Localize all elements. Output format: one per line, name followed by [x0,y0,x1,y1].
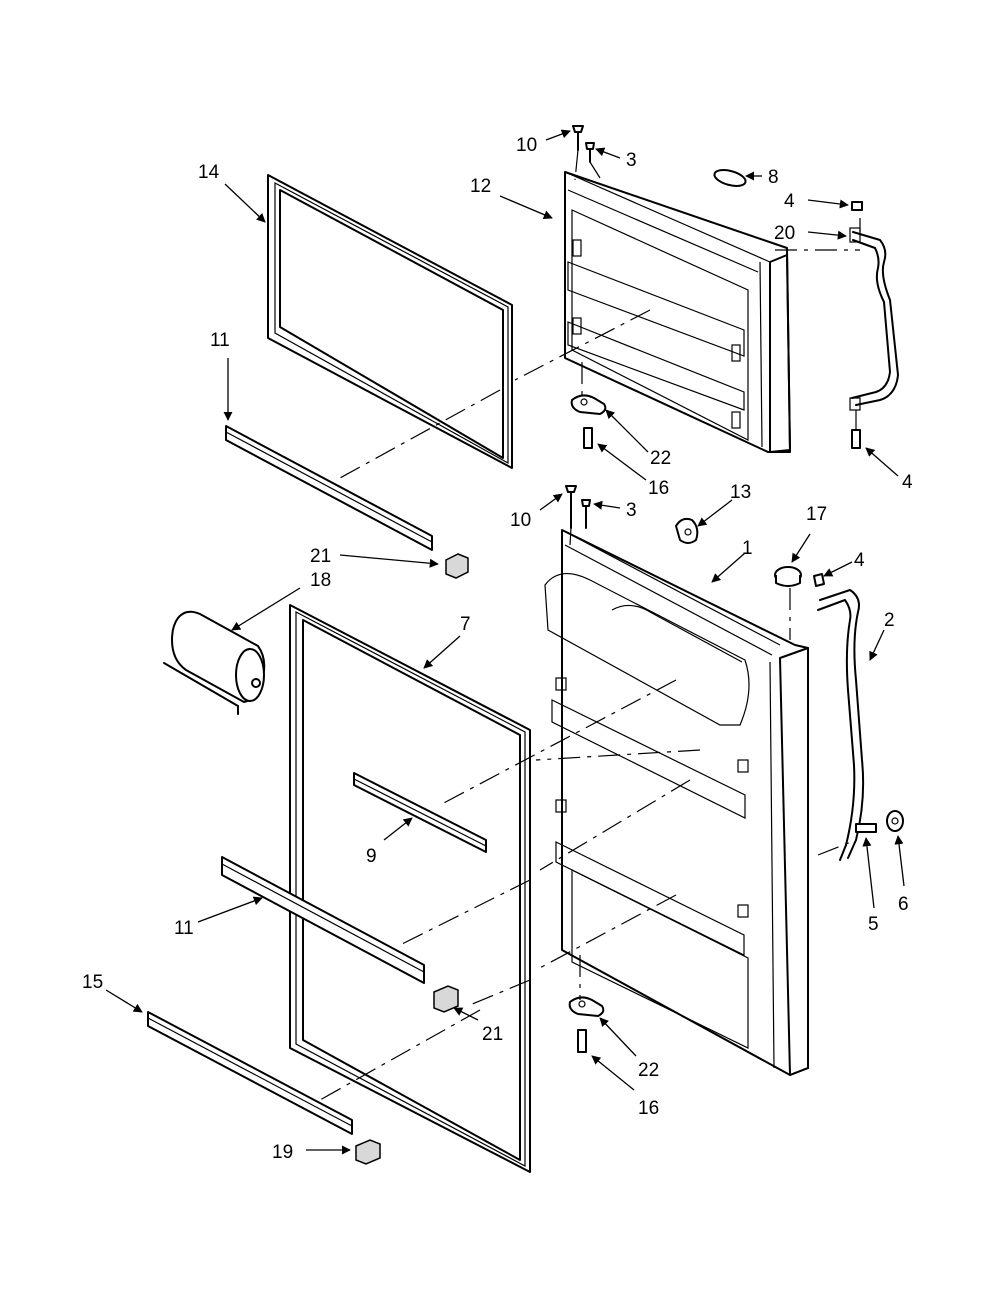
part-1-fresh-food-door [544,529,809,1076]
callout-4-top: 4 [784,191,795,212]
callout-12: 12 [470,176,491,197]
callout-2: 2 [884,610,895,631]
callout-5: 5 [868,914,879,935]
part-18-dairy-door [163,610,266,715]
assembly-lines [319,149,861,1101]
callout-18: 18 [310,570,331,591]
callout-11-upper: 11 [210,330,230,351]
part-19-bar-end-cap [355,1139,381,1165]
callout-21-upper: 21 [310,546,331,567]
part-9-shelf-trim [353,772,487,853]
part-12-freezer-door [564,171,791,453]
part-7-door-gasket [289,604,531,1173]
callout-9: 9 [366,846,377,867]
callout-4-upper-handle: 4 [902,472,913,493]
part-15-door-bar [147,1011,353,1135]
callout-7: 7 [460,614,471,635]
callout-11-lower: 11 [174,918,194,939]
callout-10-lower: 10 [510,510,531,531]
part-21-upper-end-cap [445,553,469,579]
callout-15: 15 [82,972,103,993]
part-14-freezer-gasket [267,174,513,469]
part-20-upper-handle [849,227,899,411]
callout-16-upper: 16 [648,478,669,499]
callout-22-upper: 22 [650,448,671,469]
callout-19: 19 [272,1142,293,1163]
callout-labels: 10 3 8 4 20 14 12 11 22 16 4 13 10 3 17 … [82,135,913,1163]
callout-3-lower: 3 [626,500,637,521]
callout-8: 8 [768,167,779,188]
callout-4-lower-handle: 4 [854,550,865,571]
small-hardware [565,125,904,1053]
part-2-lower-handle [817,589,865,861]
callout-13: 13 [730,482,751,503]
callout-6: 6 [898,894,909,915]
callout-14: 14 [198,162,220,183]
callout-20: 20 [774,223,795,244]
callout-10-upper: 10 [516,135,537,156]
callout-1: 1 [742,538,753,559]
callout-16-lower: 16 [638,1098,659,1119]
part-11-upper-shelf-rail [225,425,433,551]
callout-22-lower: 22 [638,1060,659,1081]
callout-17: 17 [806,504,827,525]
callout-3-upper: 3 [626,150,637,171]
leader-lines [105,129,905,1155]
callout-21-lower: 21 [482,1024,503,1045]
part-21-lower-end-cap [433,985,459,1013]
part-11-lower-shelf-rail [221,856,425,984]
